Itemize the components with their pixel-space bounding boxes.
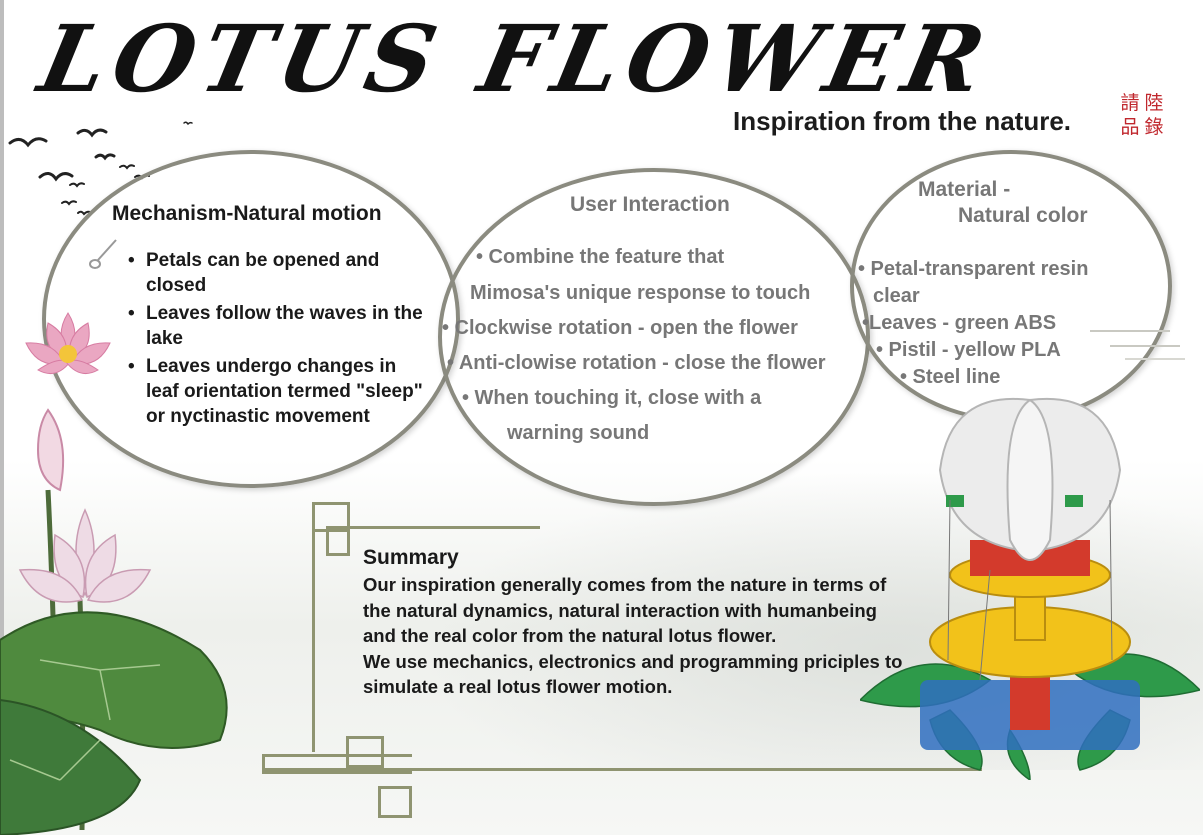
lotus-plant-illustration — [0, 408, 228, 835]
decor-line — [1090, 330, 1170, 332]
red-seal-stamp: 請 陸 品 錄 — [1118, 92, 1166, 140]
material-heading-sub: Natural color — [958, 204, 1088, 227]
summary-body: Our inspiration generally comes from the… — [363, 572, 903, 700]
decor-line — [1110, 345, 1180, 347]
interaction-line: warning sound — [507, 422, 650, 444]
material-line: • Steel line — [900, 366, 1001, 388]
seal-char: 錄 — [1144, 116, 1164, 138]
seal-char: 品 — [1120, 116, 1140, 138]
interaction-line: Mimosa's unique response to touch — [470, 282, 811, 304]
list-item: Leaves follow the waves in the lake — [128, 301, 428, 351]
birds-illustration — [8, 121, 193, 216]
material-heading: Material - — [918, 178, 1011, 201]
summary-frame-line — [312, 502, 316, 752]
interaction-line: • Clockwise rotation - open the flower — [442, 317, 798, 339]
interaction-line: • When touching it, close with a — [462, 387, 762, 409]
summary-frame-box — [312, 502, 350, 532]
mechanism-heading: Mechanism-Natural motion — [112, 202, 382, 225]
summary-frame-line — [262, 768, 982, 771]
brush-icon — [89, 239, 117, 269]
interaction-line: • Anti-clowise rotation - close the flow… — [447, 352, 826, 374]
list-item: Petals can be opened and closed — [128, 248, 428, 298]
subtitle: Inspiration from the nature. — [733, 106, 1072, 136]
summary-frame-box — [378, 786, 412, 818]
seal-char: 陸 — [1144, 92, 1164, 114]
interaction-heading: User Interaction — [570, 193, 730, 216]
seal-char: 請 — [1120, 92, 1140, 114]
summary-frame-box — [262, 754, 412, 774]
material-line: • Pistil - yellow PLA — [876, 339, 1061, 361]
list-item: Leaves undergo changes in leaf orientati… — [128, 354, 428, 429]
material-line: •Leaves - green ABS — [862, 312, 1057, 334]
decor-line — [1125, 358, 1185, 360]
page-title: LOTUS FLOWER — [30, 5, 1002, 113]
material-line: • Petal-transparent resin — [858, 258, 1089, 280]
summary-frame-line — [346, 526, 540, 529]
mechanism-list: Petals can be opened and closed Leaves f… — [128, 248, 428, 432]
summary-paragraph: We use mechanics, electronics and progra… — [363, 650, 903, 698]
material-line: clear — [873, 285, 920, 307]
summary-paragraph: Our inspiration generally comes from the… — [363, 574, 887, 646]
summary-heading: Summary — [363, 546, 459, 569]
summary-frame-box — [326, 526, 350, 556]
left-border — [0, 0, 4, 835]
interaction-line: • Combine the feature that — [476, 246, 725, 268]
lotus-flower-photo — [25, 312, 111, 375]
summary-frame-box — [346, 736, 384, 768]
lotus-robot-photo — [860, 397, 1200, 780]
